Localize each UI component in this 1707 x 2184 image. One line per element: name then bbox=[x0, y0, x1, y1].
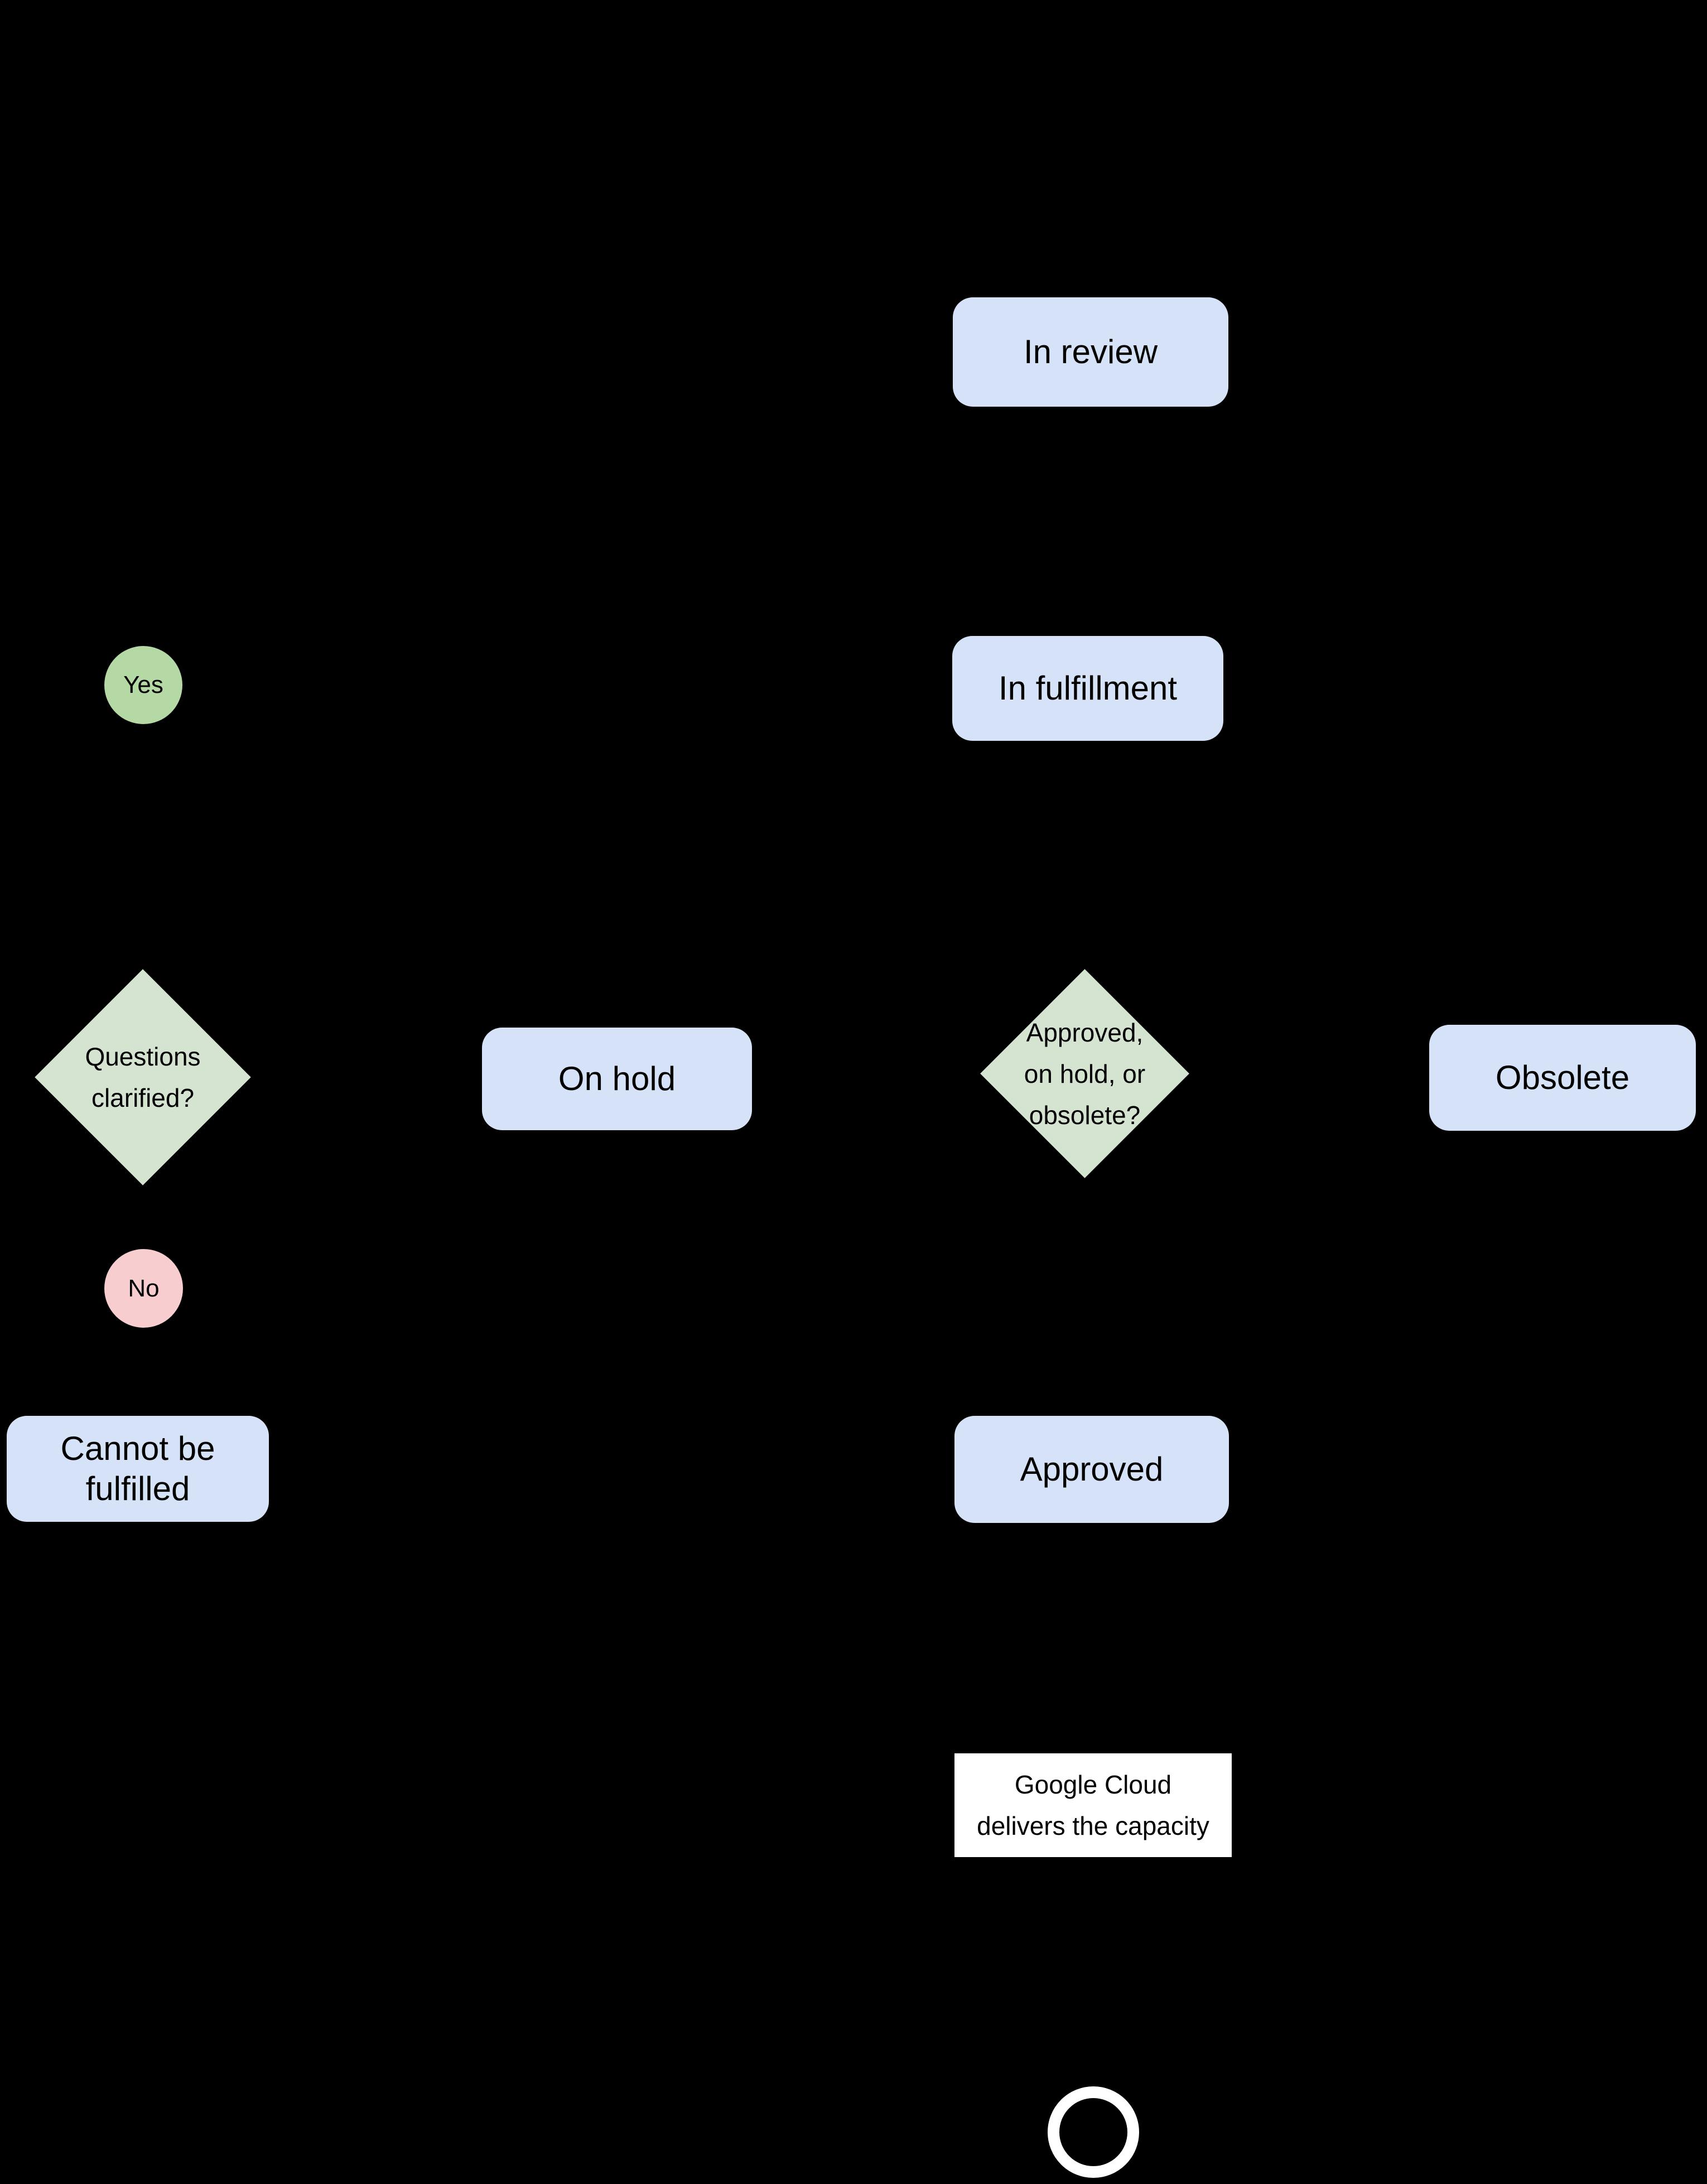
node-in-review-label: In review bbox=[1023, 333, 1158, 370]
node-questions-clarified-label: Questions clarified? bbox=[42, 1036, 243, 1118]
node-approved: Approved bbox=[954, 1416, 1229, 1523]
label-line: clarified? bbox=[91, 1083, 195, 1112]
node-on-hold-label: On hold bbox=[558, 1060, 676, 1097]
label-line: delivers the capacity bbox=[977, 1811, 1209, 1840]
label-line: Approved, bbox=[1026, 1018, 1144, 1047]
node-approval-decision-label: Approved, on hold, or obsolete? bbox=[985, 1012, 1185, 1136]
label-line: Cannot be bbox=[60, 1430, 215, 1467]
label-line: Google Cloud bbox=[1014, 1770, 1172, 1799]
node-end-terminator bbox=[1048, 2086, 1139, 2178]
label-line: Questions bbox=[85, 1042, 201, 1071]
connector-no: No bbox=[104, 1249, 183, 1328]
node-obsolete-label: Obsolete bbox=[1495, 1059, 1630, 1096]
node-in-fulfillment-label: In fulfillment bbox=[998, 669, 1178, 707]
connector-no-label: No bbox=[128, 1274, 160, 1302]
node-cannot-be-fulfilled: Cannot be fulfilled bbox=[7, 1416, 269, 1522]
label-line: obsolete? bbox=[1029, 1100, 1141, 1130]
node-obsolete: Obsolete bbox=[1429, 1025, 1696, 1131]
label-line: on hold, or bbox=[1024, 1059, 1146, 1088]
node-delivery: Google Cloud delivers the capacity bbox=[954, 1753, 1232, 1857]
node-in-fulfillment: In fulfillment bbox=[952, 636, 1223, 741]
node-approved-label: Approved bbox=[1020, 1450, 1164, 1488]
node-on-hold: On hold bbox=[482, 1028, 752, 1130]
connector-yes-label: Yes bbox=[123, 671, 163, 698]
connector-yes: Yes bbox=[104, 646, 182, 724]
node-questions-clarified: Questions clarified? bbox=[35, 969, 251, 1185]
label-line: fulfilled bbox=[85, 1470, 190, 1507]
node-approval-decision: Approved, on hold, or obsolete? bbox=[980, 969, 1189, 1178]
node-in-review: In review bbox=[953, 297, 1228, 407]
